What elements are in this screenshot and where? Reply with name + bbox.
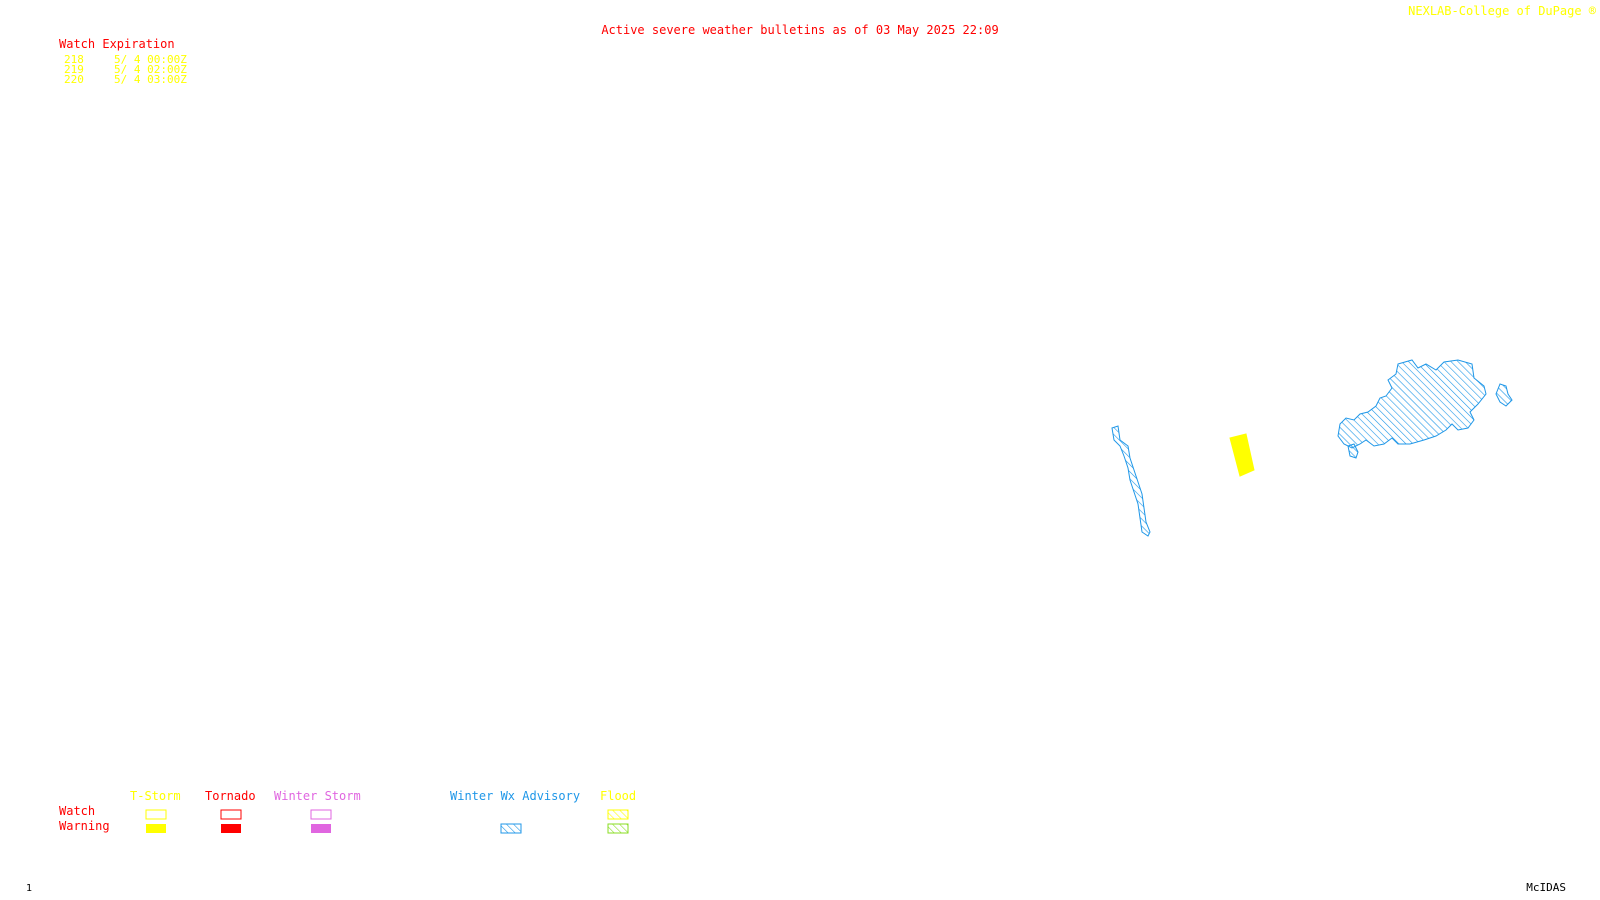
tornado-watch-swatch	[220, 809, 242, 820]
winter-storm-watch-swatch	[310, 809, 332, 820]
flood-watch-swatch	[607, 809, 629, 820]
advisory-polygon-west	[1111, 425, 1151, 537]
tstorm-watch-swatch	[145, 809, 167, 820]
tstorm-warning-swatch	[146, 824, 166, 833]
legend-label-winter-storm: Winter Storm	[274, 789, 361, 803]
watch-expiration: 5/ 4 02:00Z	[114, 63, 187, 76]
frame-number: 1	[26, 883, 33, 894]
winter-storm-warning-swatch	[311, 824, 331, 833]
watch-table-header: Watch Expiration	[59, 37, 175, 51]
legend-label-flood: Flood	[600, 789, 637, 803]
legend-label-tornado: Tornado	[205, 789, 256, 803]
software-tag: McIDAS	[1526, 881, 1566, 894]
winter-wx-advisory-swatch	[500, 823, 522, 834]
legend-row-warning: Warning	[59, 819, 110, 833]
advisory-polygon-east-small	[1347, 443, 1359, 459]
advisory-polygon-east-island	[1495, 383, 1513, 407]
tornado-warning-swatch	[221, 824, 241, 833]
flood-warning-swatch	[607, 823, 629, 834]
source-credit: NEXLAB-College of DuPage ®	[1408, 4, 1596, 18]
watch-expiration: 5/ 4 03:00Z	[114, 73, 187, 86]
watch-id: 220	[64, 73, 84, 86]
legend-label-winter-wx-advisory: Winter Wx Advisory	[450, 789, 581, 803]
tstorm-warning-polygon	[1229, 433, 1255, 477]
watch-id: 219	[64, 63, 84, 76]
legend-label-tstorm: T-Storm	[130, 789, 181, 803]
watch-id: 218	[64, 53, 84, 66]
watch-row: 220 5/ 4 03:00Z	[64, 74, 187, 85]
watch-expiration: 5/ 4 00:00Z	[114, 53, 187, 66]
watch-row: 219 5/ 4 02:00Z	[64, 64, 187, 75]
advisory-polygon-east-main	[1337, 359, 1487, 449]
legend-row-watch: Watch	[59, 804, 96, 818]
watch-row: 218 5/ 4 00:00Z	[64, 54, 187, 65]
bulletin-title: Active severe weather bulletins as of 03…	[601, 23, 999, 37]
